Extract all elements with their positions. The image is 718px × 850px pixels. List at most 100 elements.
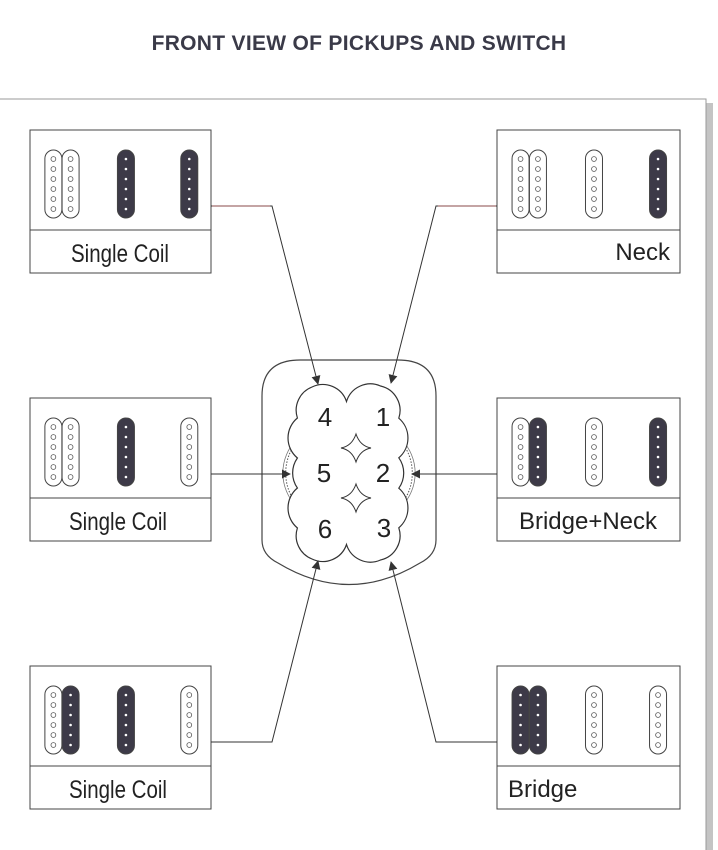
pickup-box-neck: Neck xyxy=(496,129,681,274)
pole-piece xyxy=(50,186,57,192)
pole-piece xyxy=(517,424,524,430)
pole-piece xyxy=(591,692,597,698)
pole-piece xyxy=(187,187,191,191)
pole-piece xyxy=(591,156,597,162)
active-coil xyxy=(649,149,668,219)
selector-switch: 4 1 5 2 6 3 xyxy=(261,359,437,585)
active-coil xyxy=(116,685,135,755)
pole-piece xyxy=(656,455,660,459)
pole-piece xyxy=(591,424,597,430)
pole-piece xyxy=(124,157,128,161)
arrow-to-position-6 xyxy=(211,560,321,743)
pole-piece xyxy=(517,434,524,440)
frame-border xyxy=(0,98,707,850)
pole-piece xyxy=(186,454,193,460)
switch-position-4: 4 xyxy=(318,402,332,432)
pole-piece xyxy=(517,474,524,480)
pole-piece xyxy=(50,176,57,182)
inactive-coil xyxy=(180,417,199,487)
pole-piece xyxy=(591,722,597,728)
pole-piece xyxy=(536,455,540,459)
pole-piece xyxy=(519,723,522,727)
pole-piece xyxy=(591,206,597,212)
switch-position-3: 3 xyxy=(377,513,391,543)
pickup-box-bridge: Bridge xyxy=(496,665,681,810)
pole-piece xyxy=(591,702,597,708)
pole-piece xyxy=(67,464,74,470)
pole-piece xyxy=(519,743,522,747)
pickup-set xyxy=(511,685,668,755)
pole-piece xyxy=(655,742,661,748)
pole-piece xyxy=(50,444,57,450)
pole-piece xyxy=(186,722,193,728)
pole-piece xyxy=(124,197,128,201)
pole-piece xyxy=(535,166,541,172)
pickup-box-single-coil-top: Single Coil xyxy=(29,129,212,274)
active-coil xyxy=(528,417,547,487)
pole-piece xyxy=(591,732,597,738)
pickup-set xyxy=(44,685,199,755)
pole-piece xyxy=(655,712,661,718)
pole-piece xyxy=(519,703,522,707)
pole-piece xyxy=(67,444,74,450)
pole-piece xyxy=(186,434,193,440)
pickup-label: Bridge xyxy=(508,776,577,803)
active-coil xyxy=(180,149,199,219)
pole-piece xyxy=(50,712,57,718)
pole-piece xyxy=(67,176,74,182)
pole-piece xyxy=(186,692,193,698)
pole-piece xyxy=(591,166,597,172)
pole-piece xyxy=(656,187,660,191)
pole-piece xyxy=(536,733,540,737)
pole-piece xyxy=(536,713,540,717)
pole-piece xyxy=(67,166,74,172)
pole-piece xyxy=(519,713,522,717)
inactive-coil xyxy=(44,417,63,487)
pickup-label: Single Coil xyxy=(69,775,167,803)
arrow-to-position-3 xyxy=(388,561,497,743)
pole-piece xyxy=(536,445,540,449)
pole-piece xyxy=(124,465,128,469)
switch-detent-upper xyxy=(340,432,372,464)
pole-piece xyxy=(50,156,57,162)
pole-piece xyxy=(535,196,541,202)
pole-piece xyxy=(535,186,541,192)
pole-piece xyxy=(50,196,57,202)
pole-piece xyxy=(124,435,128,439)
pole-piece xyxy=(187,177,191,181)
pole-piece xyxy=(69,703,72,707)
pole-piece xyxy=(50,424,57,430)
pole-piece xyxy=(186,732,193,738)
pole-piece xyxy=(186,464,193,470)
pole-piece xyxy=(591,712,597,718)
pole-piece xyxy=(124,187,128,191)
pole-piece xyxy=(591,176,597,182)
pickup-label: Single Coil xyxy=(71,239,169,267)
pole-piece xyxy=(69,713,72,717)
inactive-coil xyxy=(61,417,80,487)
pole-piece xyxy=(536,743,540,747)
pole-piece xyxy=(124,693,128,697)
pole-piece xyxy=(124,723,128,727)
pole-piece xyxy=(69,723,72,727)
pole-piece xyxy=(536,703,540,707)
pole-piece xyxy=(50,732,57,738)
pole-piece xyxy=(536,723,540,727)
pole-piece xyxy=(69,733,72,737)
pickup-set xyxy=(44,149,199,219)
pole-piece xyxy=(67,434,74,440)
pole-piece xyxy=(656,167,660,171)
pole-piece xyxy=(591,454,597,460)
pole-piece xyxy=(50,474,57,480)
pole-piece xyxy=(124,743,128,747)
pole-piece xyxy=(186,444,193,450)
pole-piece xyxy=(50,692,57,698)
pickup-set xyxy=(511,149,668,219)
pole-piece xyxy=(535,156,541,162)
pole-piece xyxy=(519,733,522,737)
pole-piece xyxy=(67,186,74,192)
pole-piece xyxy=(517,176,524,182)
pole-piece xyxy=(187,157,191,161)
pole-piece xyxy=(67,156,74,162)
pole-piece xyxy=(124,445,128,449)
